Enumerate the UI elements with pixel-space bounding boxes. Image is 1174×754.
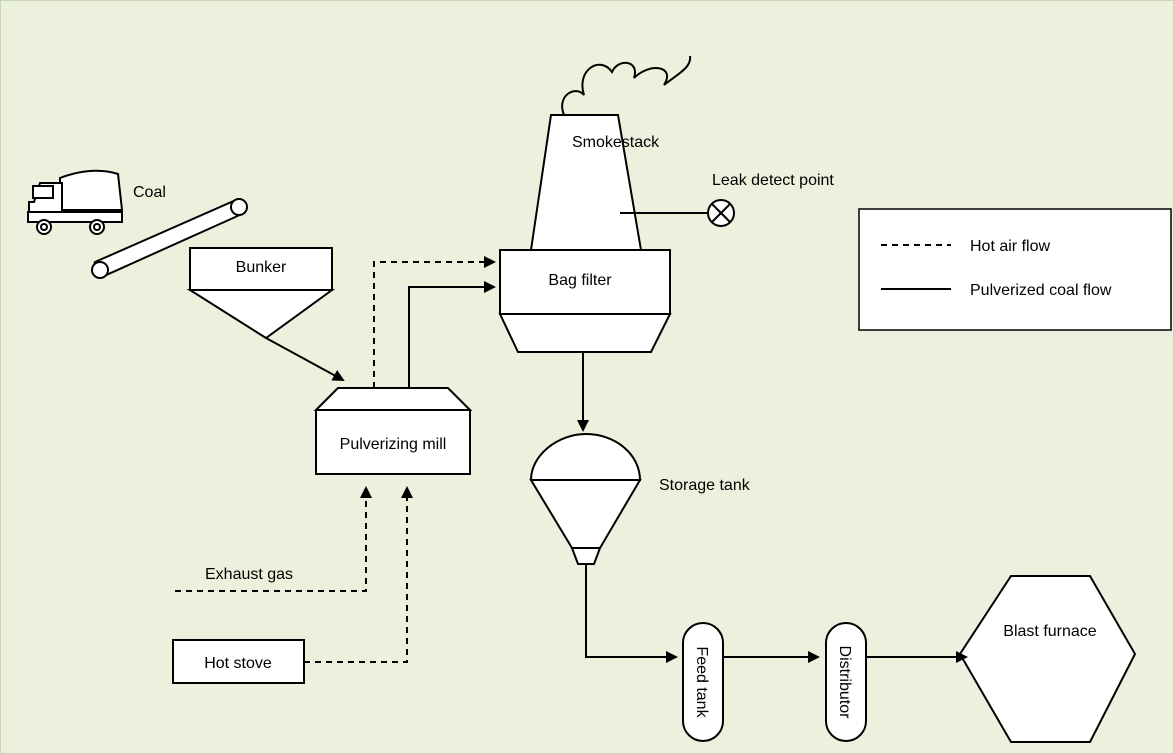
distributor xyxy=(825,622,867,742)
label-hot-stove: Hot stove xyxy=(204,655,272,672)
label-bag-filter: Bag filter xyxy=(548,272,612,289)
label-storage-tank: Storage tank xyxy=(659,477,751,494)
legend: Hot air flow Pulverized coal flow xyxy=(858,208,1172,331)
label-blast-furnace: Blast furnace xyxy=(1003,623,1096,640)
bag-filter xyxy=(498,249,672,353)
hot-air-flow-lines xyxy=(175,256,496,663)
label-bunker: Bunker xyxy=(236,259,287,276)
legend-pulverized-coal-flow: Pulverized coal flow xyxy=(970,282,1112,299)
bunker xyxy=(186,247,336,340)
leak-detect-icon xyxy=(707,199,735,227)
hot-stove xyxy=(172,639,305,684)
label-leak-detect-point: Leak detect point xyxy=(712,172,834,189)
label-coal: Coal xyxy=(133,184,166,201)
label-smokestack: Smokestack xyxy=(572,134,660,151)
storage-tank xyxy=(529,432,642,565)
label-pulverizing-mill: Pulverizing mill xyxy=(340,436,447,453)
smoke-icon xyxy=(561,55,692,116)
label-feed-tank: Feed tank xyxy=(693,646,710,718)
pulverizing-mill xyxy=(313,387,473,475)
legend-hot-air-flow: Hot air flow xyxy=(970,238,1050,255)
coal-flow-lines xyxy=(265,281,968,663)
label-distributor: Distributor xyxy=(836,646,853,720)
conveyor-icon xyxy=(91,198,248,279)
feed-tank xyxy=(682,622,724,742)
truck-icon xyxy=(27,169,124,235)
label-exhaust-gas: Exhaust gas xyxy=(205,566,293,583)
